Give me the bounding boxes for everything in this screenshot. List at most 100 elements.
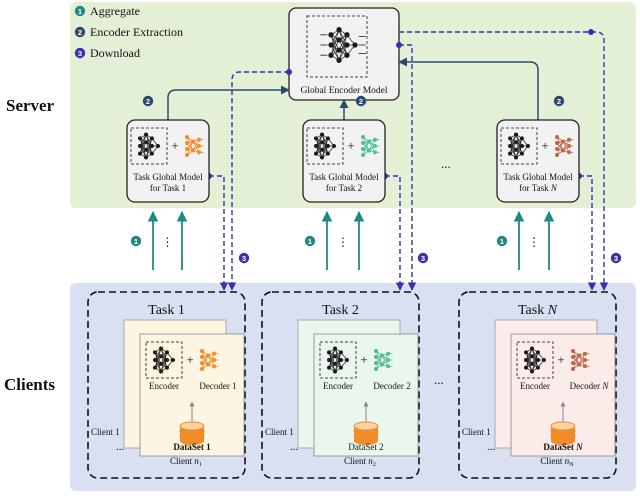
step-badge-icon: 3	[74, 47, 86, 59]
encoder-network-icon	[524, 346, 546, 374]
svg-text:2: 2	[78, 28, 82, 37]
step-badge-icon: 1	[74, 5, 86, 17]
task-model-label: Task Global Model	[503, 172, 573, 182]
encoder-label: Encoder	[520, 381, 550, 391]
client-label: Client 1	[91, 427, 120, 437]
step-badge-icon: 3	[417, 252, 429, 264]
task-title: Task N	[518, 303, 558, 318]
task-panel-3: Task N + Encoder Decoder N DataSet N Client 1…	[458, 291, 617, 479]
task-model-label: for Task N	[519, 183, 558, 193]
svg-text:1: 1	[308, 237, 312, 246]
extraction-arrow	[398, 57, 539, 120]
server-ellipsis: ...	[441, 156, 451, 171]
download-origin-dot	[286, 69, 292, 75]
plus-icon: +	[541, 138, 548, 153]
client-label: Client nN	[540, 456, 574, 468]
task-panels: Task 1 + Encoder Decoder 1 DataSet 1 Client 1…	[87, 291, 617, 479]
download-arrow	[399, 31, 609, 291]
svg-text:3: 3	[614, 254, 618, 263]
vertical-ellipsis: ⋮	[337, 235, 349, 249]
task-panel-1: Task 1 + Encoder Decoder 1 DataSet 1 Client 1…	[87, 291, 246, 479]
svg-text:3: 3	[421, 254, 425, 263]
decoder-network-icon	[200, 349, 219, 371]
step-badge-icon: 2	[142, 95, 154, 107]
encoder-network-icon	[508, 132, 530, 160]
download-arrow	[385, 175, 405, 291]
download-origin-dot	[396, 42, 402, 48]
network-icon	[320, 27, 366, 63]
clients-label: Clients	[4, 375, 55, 394]
database-icon	[550, 421, 576, 445]
plus-icon: +	[557, 352, 564, 367]
vertical-ellipsis: ⋮	[528, 235, 540, 249]
database-icon	[353, 421, 379, 445]
svg-text:2: 2	[557, 97, 561, 106]
plus-icon: +	[347, 138, 354, 153]
dataset-label: DataSet N	[543, 442, 583, 452]
plus-icon: +	[186, 352, 193, 367]
download-arrow	[399, 44, 417, 291]
encoder-network-icon	[138, 132, 160, 160]
task-title: Task 1	[148, 303, 185, 318]
decoder-label: Decoder 1	[199, 381, 236, 391]
task-model-label: for Task 2	[326, 183, 362, 193]
client-label: Client n1	[170, 456, 202, 468]
encoder-network-icon	[153, 346, 175, 374]
vertical-ellipsis: ⋮	[162, 235, 174, 249]
client-label: Client 1	[462, 427, 491, 437]
decoder-label: Decoder 2	[373, 381, 410, 391]
svg-text:1: 1	[134, 237, 138, 246]
dataset-label: DataSet 1	[173, 442, 211, 452]
client-label: Client 1	[265, 427, 294, 437]
encoder-network-icon	[314, 132, 336, 160]
dataset-label: DataSet 2	[348, 442, 383, 452]
plus-icon: +	[171, 138, 178, 153]
svg-text:1: 1	[78, 7, 82, 16]
database-icon	[179, 421, 205, 445]
decoder-network-icon	[185, 135, 204, 157]
step-badge-icon: 2	[553, 95, 565, 107]
encoder-label: Encoder	[149, 381, 179, 391]
svg-text:1: 1	[500, 237, 504, 246]
task-title: Task 2	[322, 303, 359, 318]
server-label: Server	[6, 96, 55, 115]
ellipsis-text: ...	[116, 441, 125, 453]
task-model-label: Task Global Model	[133, 172, 203, 182]
encoder-network-icon	[327, 346, 349, 374]
client-label: Client n2	[344, 456, 376, 468]
legend-item-label: Aggregate	[90, 4, 140, 18]
download-arrow	[227, 71, 289, 291]
step-badge-icon: 1	[304, 235, 316, 247]
step-badge-icon: 1	[130, 235, 142, 247]
global-encoder-model: Global Encoder Model	[288, 7, 400, 101]
encoder-network-icon	[320, 27, 366, 63]
task-model-label: for Task 1	[150, 183, 186, 193]
decoder-network-icon	[571, 349, 590, 371]
download-arrow	[579, 175, 597, 291]
task-model-label: Task Global Model	[309, 172, 379, 182]
global-model-label: Global Encoder Model	[300, 86, 387, 96]
legend-item-label: Encoder Extraction	[90, 25, 183, 39]
svg-text:2: 2	[359, 97, 363, 106]
decoder-network-icon	[374, 349, 393, 371]
step-badge-icon: 2	[355, 95, 367, 107]
decoder-network-icon	[361, 135, 380, 157]
download-arrow	[209, 175, 229, 291]
server-zone	[70, 2, 636, 208]
step-badge-icon: 1	[496, 235, 508, 247]
download-origin-dot	[588, 29, 594, 35]
plus-icon: +	[360, 352, 367, 367]
svg-text:3: 3	[78, 49, 82, 58]
decoder-label: Decoder N	[570, 381, 610, 391]
step-badge-icon: 2	[74, 26, 86, 38]
svg-text:2: 2	[146, 97, 150, 106]
extraction-arrow	[167, 85, 290, 120]
